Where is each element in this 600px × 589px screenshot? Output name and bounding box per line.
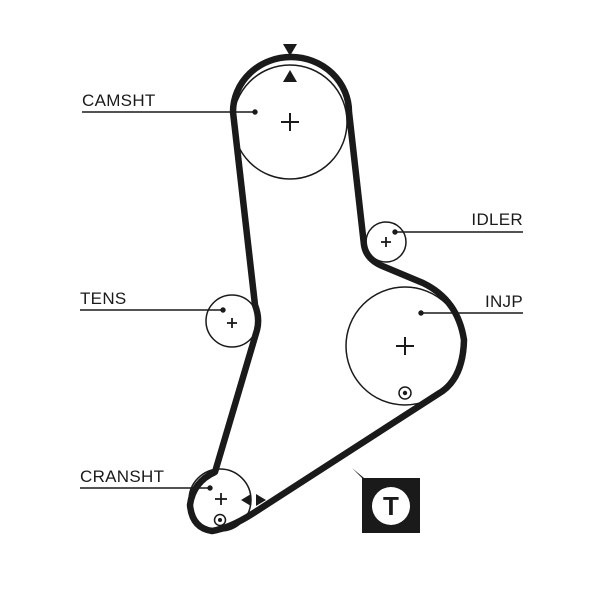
idler-pulley	[365, 221, 407, 263]
camshaft-label: CAMSHT	[82, 91, 156, 110]
crankshaft-pulley	[188, 468, 266, 532]
injection-pump-label: INJP	[485, 292, 523, 311]
camshaft-pulley	[232, 64, 348, 180]
circled-dot-icon	[213, 513, 227, 527]
plus-icon	[281, 113, 299, 131]
plus-icon	[227, 318, 237, 328]
crank-timing-mark-outer-icon	[256, 494, 266, 506]
injection-pump-pulley	[345, 286, 465, 406]
tensioner-badge-icon: T	[352, 468, 420, 533]
timing-mark-inner-icon	[283, 70, 297, 82]
idler-label: IDLER	[471, 210, 523, 229]
plus-icon	[381, 237, 391, 247]
tensioner-pulley	[205, 294, 259, 348]
timing-mark-outer-icon	[283, 44, 297, 56]
badge-letter: T	[383, 491, 399, 521]
leader-lines	[80, 109, 523, 491]
plus-icon	[215, 493, 227, 505]
crank-timing-mark-icon	[241, 494, 251, 506]
timing-belt	[186, 53, 468, 535]
plus-icon	[396, 337, 414, 355]
tensioner-label: TENS	[80, 289, 127, 308]
crankshaft-label: CRANSHT	[80, 467, 164, 486]
circled-dot-icon	[398, 386, 412, 400]
